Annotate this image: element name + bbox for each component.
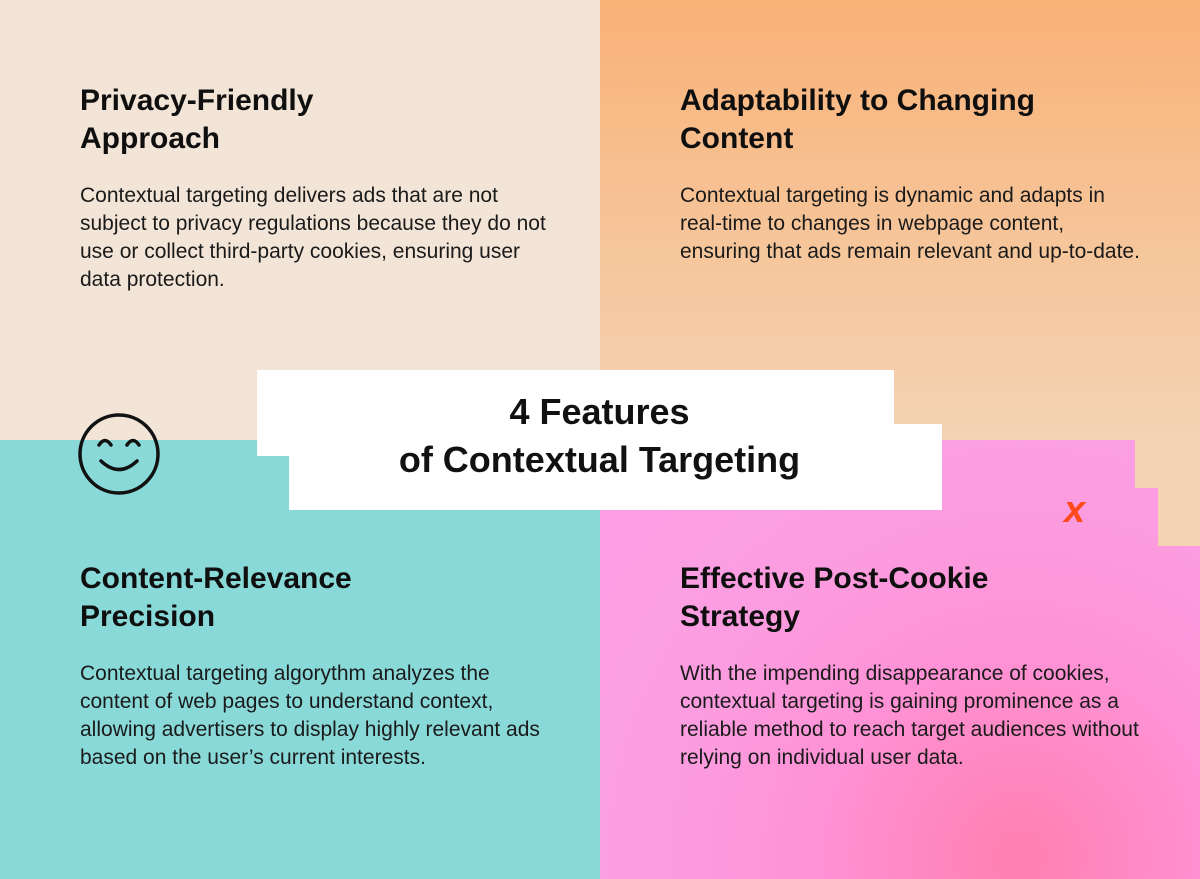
feature-title-line1: Effective Post-Cookie	[680, 562, 989, 595]
quadrant-adaptability: Adaptability to Changing Content Context…	[600, 0, 1200, 440]
smiley-face-icon	[78, 413, 160, 495]
page-title-line2: of Contextual Targeting	[398, 439, 801, 480]
feature-description: Contextual targeting algorythm analyzes …	[80, 662, 540, 769]
feature-title: Privacy-Friendly Approach	[80, 82, 550, 158]
feature-title: Content-Relevance Precision	[80, 560, 550, 636]
feature-title-line2: Precision	[80, 600, 216, 633]
feature-description: With the impending disappearance of cook…	[680, 662, 1139, 769]
quadrant-privacy-friendly: Privacy-Friendly Approach Contextual tar…	[0, 0, 600, 440]
pixel-step-decoration	[1158, 488, 1200, 546]
feature-title-line2: Approach	[80, 122, 221, 155]
feature-card: Adaptability to Changing Content Context…	[680, 82, 1150, 266]
feature-title-line1: Content-Relevance	[80, 562, 352, 595]
feature-title-line2: Content	[680, 122, 794, 155]
feature-title-line1: Adaptability to Changing	[680, 84, 1035, 117]
feature-title: Adaptability to Changing Content	[680, 82, 1150, 158]
pixel-step-decoration	[1135, 440, 1200, 488]
feature-description: Contextual targeting delivers ads that a…	[80, 184, 546, 291]
feature-title: Effective Post-Cookie Strategy	[680, 560, 1150, 636]
page-title-line1: 4 Features	[509, 391, 690, 432]
x-mark-icon: x	[1064, 489, 1086, 531]
quadrant-content-relevance: Content-Relevance Precision Contextual t…	[0, 440, 600, 879]
feature-card: Privacy-Friendly Approach Contextual tar…	[80, 82, 550, 294]
feature-card: Content-Relevance Precision Contextual t…	[80, 560, 550, 772]
feature-card: Effective Post-Cookie Strategy With the …	[680, 560, 1150, 772]
feature-title-line2: Strategy	[680, 600, 801, 633]
page-title: 4 Features of Contextual Targeting	[257, 388, 942, 484]
feature-description: Contextual targeting is dynamic and adap…	[680, 184, 1140, 263]
quadrant-post-cookie: Effective Post-Cookie Strategy With the …	[600, 440, 1200, 879]
feature-title-line1: Privacy-Friendly	[80, 84, 314, 117]
title-box-front	[289, 424, 942, 510]
